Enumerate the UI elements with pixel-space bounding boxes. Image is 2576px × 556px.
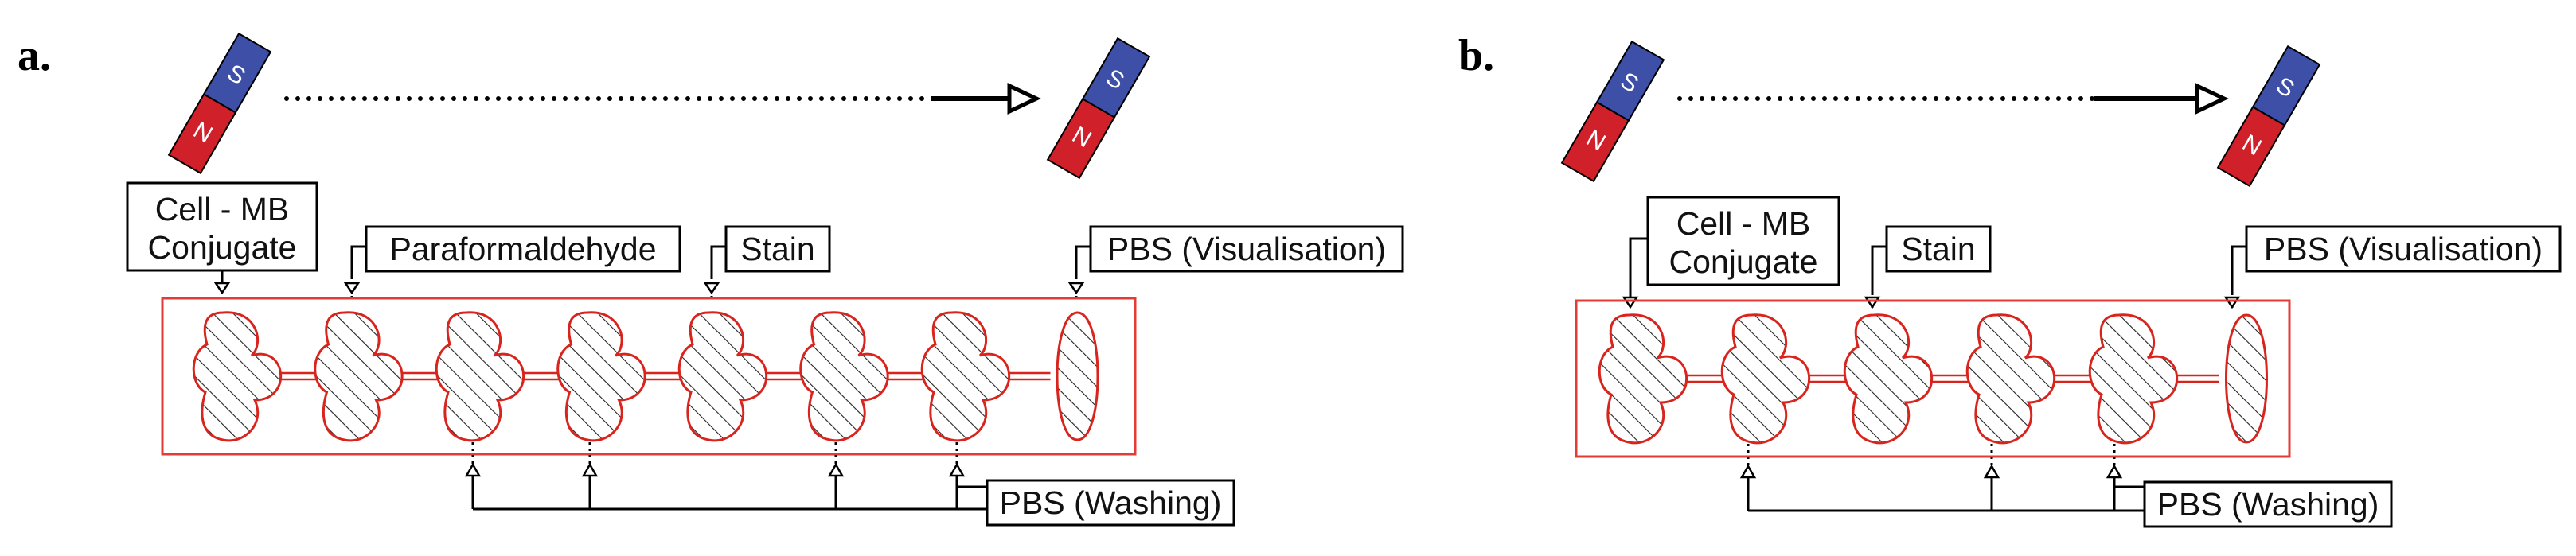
inlet-label: PBS (Visualisation) [2264, 231, 2543, 267]
arrowhead-icon [2195, 83, 2229, 115]
inlet-label: PBS (Visualisation) [1107, 231, 1386, 267]
inlet-label: Stain [740, 231, 814, 267]
inlet-pbs-visualisation: PBS (Visualisation) [1067, 225, 1404, 299]
inlet-cell-mb-conjugate: Cell - MB Conjugate [1622, 196, 1840, 309]
chamber [920, 311, 1011, 442]
chamber [799, 311, 889, 442]
inlet-label-line1: Cell - MB [155, 191, 290, 227]
arrowhead-icon [1007, 83, 1041, 115]
washing-label: PBS (Washing) [1000, 484, 1222, 521]
inlet-label: Stain [1901, 231, 1975, 267]
magnet-start-icon: S N [1560, 40, 1665, 183]
chamber [314, 311, 404, 442]
chamber [435, 311, 525, 442]
inlet-label-line2: Conjugate [148, 229, 297, 266]
inlet-stain: Stain [703, 225, 831, 299]
magnet-end-icon: S N [2216, 45, 2321, 188]
washing-pbs: PBS (Washing) [986, 479, 1235, 527]
chamber [1056, 311, 1099, 441]
chamber [1720, 313, 1811, 445]
washing-pbs: PBS (Washing) [2143, 480, 2393, 528]
microfluidic-chip [1575, 299, 2291, 458]
chamber [192, 311, 283, 442]
magnet-start-icon: S N [167, 32, 272, 175]
inlet-label: Paraformaldehyde [389, 231, 656, 267]
magnet-end-icon: S N [1046, 37, 1151, 180]
washing-manifold [464, 442, 987, 511]
inlet-pbs-visualisation: PBS (Visualisation) [2223, 225, 2562, 312]
inlet-label-line2: Conjugate [1669, 243, 1818, 280]
inlet-cell-mb-conjugate: Cell - MB Conjugate [126, 181, 318, 295]
washing-label: PBS (Washing) [2157, 486, 2379, 523]
inlet-stain: Stain [1864, 225, 1992, 312]
chamber [1965, 313, 2056, 445]
panel-a: a. S N S N Cell - MB Conjugate [18, 31, 1404, 527]
panel-b: b. S N S N Cell - MB Conjugate Stain [1458, 31, 2562, 528]
inlet-label-line1: Cell - MB [1676, 205, 1811, 242]
panel-b-letter: b. [1458, 31, 1494, 80]
microfluidic-chip [161, 297, 1137, 456]
chamber-row [192, 311, 1099, 442]
chamber [556, 311, 646, 442]
panel-a-letter: a. [18, 31, 51, 80]
inlet-paraformaldehyde: Paraformaldehyde [343, 225, 681, 299]
chamber-row [1598, 313, 2268, 445]
washing-manifold [1739, 444, 2145, 512]
chamber [677, 311, 768, 442]
chamber [1843, 313, 1934, 445]
chamber [2225, 313, 2268, 444]
chamber [1598, 313, 1688, 445]
chamber [2088, 313, 2179, 445]
